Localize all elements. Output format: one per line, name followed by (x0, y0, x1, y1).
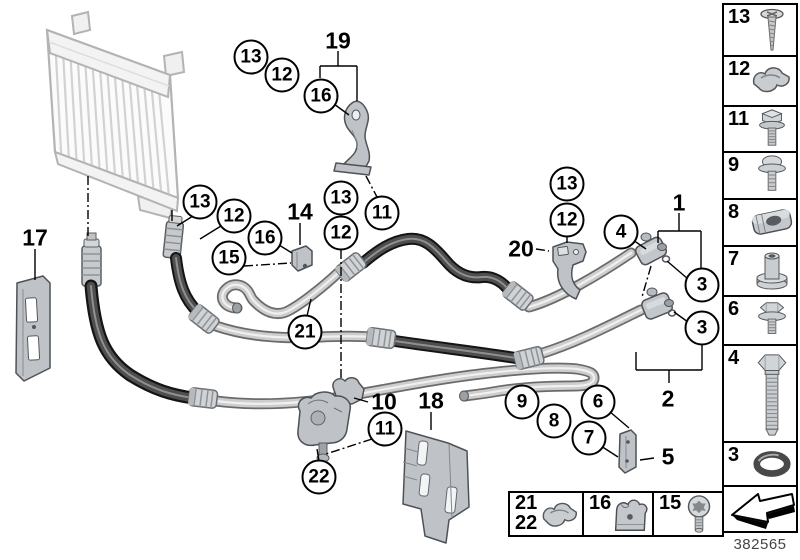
pipe-clamp-icon (614, 499, 648, 531)
leader-lines-dashed (87, 175, 652, 455)
legend-cell-12: 12 (722, 55, 798, 107)
cooler-fitting-right (162, 215, 185, 260)
hex-bolt-icon (757, 354, 787, 436)
bracket-19 (333, 100, 372, 176)
connector-fitting-upper (634, 232, 671, 266)
legend-box-21-22: 21 22 (508, 491, 584, 537)
bracket-5 (618, 429, 637, 474)
legend-cell-6: 6 (722, 295, 798, 346)
figure-code: 382565 (733, 536, 787, 553)
legend-cell-11: 11 (722, 105, 798, 153)
spring-clip-icon (752, 67, 790, 93)
bolt-with-washer-icon (758, 302, 786, 334)
legend-cell-7: 7 (722, 245, 798, 297)
bracket-20 (552, 241, 587, 300)
legend-cell-8: 8 (722, 198, 798, 247)
tapping-screw-icon (760, 8, 784, 51)
flange-bolt-icon (759, 109, 785, 146)
spring-clip-icon (542, 502, 577, 527)
legend-cell-3: 3 (722, 441, 798, 487)
screw-with-washer-icon (758, 155, 786, 191)
spacer-sleeve-icon (756, 252, 788, 290)
direction-arrow-icon (731, 493, 795, 529)
cooler-fitting-left (81, 232, 102, 287)
oil-cooler (45, 10, 186, 220)
legend-box-16: 16 (582, 491, 654, 537)
clamp-nut-icon (751, 209, 793, 235)
bracket-14 (291, 245, 313, 272)
torx-screw-icon (687, 495, 711, 533)
pipe-line-upper (217, 232, 637, 319)
legend-cell-13: 13 (722, 3, 798, 59)
connector-fitting-lower (641, 287, 677, 320)
legend-box-15: 15 (652, 491, 724, 537)
clamp-assembly (297, 377, 365, 463)
legend-cell-arrow (722, 485, 798, 533)
bracket-18 (402, 430, 470, 544)
bracket-17 (15, 275, 51, 382)
legend-cell-9: 9 (722, 151, 798, 200)
legend-cell-4: 4 (722, 344, 798, 443)
o-ring-icon (753, 451, 791, 477)
